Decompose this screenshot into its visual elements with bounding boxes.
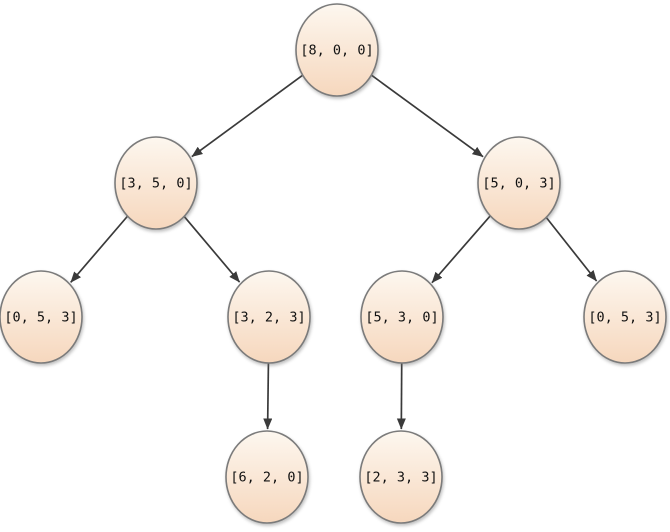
state-node-ellipse (359, 430, 443, 524)
state-node-ellipse (477, 136, 561, 230)
state-node-ellipse (360, 270, 444, 364)
state-node-ellipse (295, 3, 379, 97)
state-node: [3, 2, 3] (227, 270, 311, 364)
tree-edge-arrow (263, 362, 273, 430)
tree-edge-arrow (431, 215, 491, 284)
state-node-label: [5, 3, 0] (365, 310, 438, 326)
state-node-label: [3, 5, 0] (119, 176, 192, 192)
state-node: [0, 5, 3] (0, 270, 83, 364)
state-node-ellipse (227, 270, 311, 364)
tree-edge-arrow (370, 74, 484, 158)
state-node: [3, 5, 0] (114, 136, 198, 230)
tree-edge-arrow (545, 216, 598, 282)
state-node-label: [6, 2, 0] (230, 470, 303, 486)
state-node-ellipse (0, 270, 83, 364)
tree-edge-arrow (70, 215, 129, 283)
state-node: [5, 3, 0] (360, 270, 444, 364)
state-node-label: [2, 3, 3] (364, 470, 437, 486)
state-node: [0, 5, 3] (583, 270, 667, 364)
state-node: [8, 0, 0] (295, 3, 379, 97)
state-node-ellipse (225, 430, 309, 524)
state-node-ellipse (114, 136, 198, 230)
tree-edge-arrow (191, 74, 304, 158)
state-node-label: [0, 5, 3] (588, 310, 661, 326)
state-node-label: [0, 5, 3] (4, 310, 77, 326)
state-node-label: [8, 0, 0] (300, 43, 373, 59)
state-node-label: [5, 0, 3] (482, 176, 555, 192)
tree-edge-arrow (183, 215, 241, 283)
state-node-label: [3, 2, 3] (232, 310, 305, 326)
state-node: [6, 2, 0] (225, 430, 309, 524)
state-node-ellipse (583, 270, 667, 364)
state-node: [5, 0, 3] (477, 136, 561, 230)
state-node: [2, 3, 3] (359, 430, 443, 524)
